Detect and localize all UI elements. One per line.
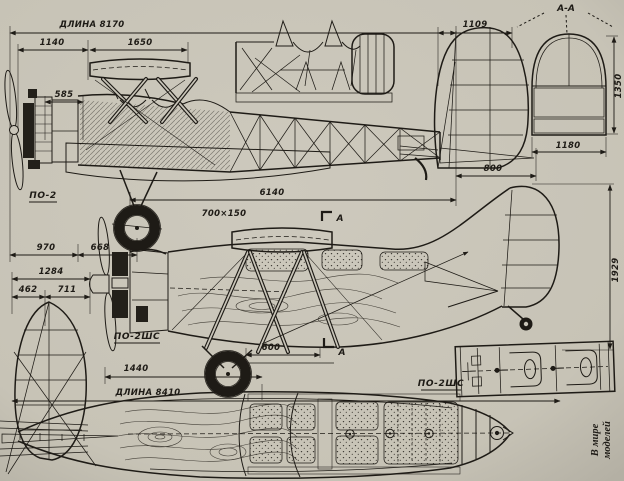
leader-arrow <box>261 251 469 345</box>
dim-tire-size: 700×150 <box>202 209 247 219</box>
po2-truss <box>229 111 441 173</box>
section-mark-a-bottom: А <box>338 348 346 358</box>
fin-outline <box>433 27 530 169</box>
section-cut-marks: А А <box>320 210 346 358</box>
dim-1929: 1929 <box>611 258 621 283</box>
magazine-caption-line2: моделей <box>602 421 613 460</box>
section-outline <box>531 33 607 136</box>
po2-lower-wing <box>65 142 331 182</box>
po2-cabane-struts <box>85 77 216 166</box>
section-slat-band <box>533 87 605 118</box>
magazine-caption-line1: В мире <box>590 423 601 457</box>
view-rudder-profile: 1284 462 711 <box>5 267 97 475</box>
dim-1140: 1140 <box>40 38 65 48</box>
label-po2shs-top: ПО-2ШС <box>418 379 465 389</box>
dim-1650: 1650 <box>128 38 153 48</box>
dim-6140: 6140 <box>260 188 285 198</box>
windshield-front <box>275 19 294 47</box>
rudder-profile-outline <box>14 301 87 461</box>
dim-970: 970 <box>37 243 56 253</box>
po2-propeller <box>4 69 24 191</box>
fuel-tank <box>351 33 395 95</box>
dim-585: 585 <box>55 90 74 100</box>
po2-upper-wing <box>89 58 191 81</box>
view-cockpit-top <box>454 340 616 398</box>
dim-1350: 1350 <box>614 74 624 99</box>
windshield-rear <box>324 19 343 47</box>
section-hatch-band <box>533 118 605 134</box>
view-section-aa: А-А 1350 1180 <box>516 4 624 157</box>
dim-600: 600 <box>262 343 281 353</box>
dim-length-po2: ДЛИНА 8170 <box>58 20 124 30</box>
po2shs-engine <box>111 248 169 334</box>
po2-landing-gear <box>111 169 163 252</box>
po2shs-upper-wing <box>231 227 333 253</box>
seat-rear <box>550 349 598 386</box>
dim-462: 462 <box>18 285 38 295</box>
view-fin-po2: 1109 800 <box>433 20 537 181</box>
dim-668: 668 <box>91 243 110 253</box>
dim-800: 800 <box>484 164 503 174</box>
magazine-caption: В мире моделей <box>590 421 613 460</box>
po2-engine <box>23 89 79 169</box>
view-side-po2shs: А А 600 1929 ПО-2ШС 1440 ДЛИНА 8410 <box>11 183 621 404</box>
label-po2shs-side: ПО-2ШС <box>114 332 161 342</box>
dim-1284: 1284 <box>39 267 64 277</box>
dim-1109: 1109 <box>463 20 488 30</box>
view-side-po2: ДЛИНА 8170 1140 1650 585 6140 970 668 70… <box>4 20 535 262</box>
dim-711: 711 <box>58 285 77 295</box>
dim-1440: 1440 <box>124 364 149 374</box>
dim-length-po2shs: ДЛИНА 8410 <box>114 388 180 398</box>
po2-dimension-lines <box>9 30 457 258</box>
label-po2: ПО-2 <box>29 191 57 201</box>
topview-panels <box>249 401 459 465</box>
dim-1180: 1180 <box>556 141 581 151</box>
label-section-aa: А-А <box>556 4 575 14</box>
topview-tail <box>0 420 119 457</box>
section-mark-a-top: А <box>336 214 344 224</box>
seat-front <box>494 351 542 388</box>
view-top-fuselage: ПО-2ШС <box>0 379 514 480</box>
po2shs-fin <box>424 185 560 331</box>
view-cockpit-cutaway <box>235 19 395 103</box>
po2-main-wheel <box>114 205 160 251</box>
topview-hull <box>17 391 511 480</box>
po2shs-cabin-windows <box>245 248 429 272</box>
